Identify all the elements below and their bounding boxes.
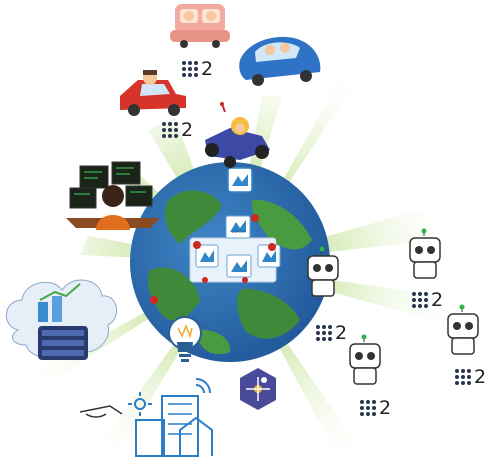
dots-grid-icon xyxy=(182,61,198,77)
node-dot xyxy=(242,277,248,283)
red-car-icon xyxy=(120,70,186,116)
count-badge: 2 xyxy=(455,366,486,388)
robot-icon xyxy=(349,334,381,385)
count-label: 2 xyxy=(335,322,348,344)
network-nodes xyxy=(150,214,276,304)
count-label: 2 xyxy=(474,366,487,388)
node-dot xyxy=(150,296,158,304)
lightbulb-icon xyxy=(168,316,202,362)
dots-grid-icon xyxy=(412,292,428,308)
robot-icon xyxy=(409,228,441,279)
count-label: 2 xyxy=(431,289,444,311)
zenon-module xyxy=(195,244,219,268)
zenon-module-top xyxy=(227,167,253,193)
zenon-module xyxy=(225,215,251,239)
count-label: 2 xyxy=(181,119,194,141)
smart-city-icon xyxy=(128,378,213,457)
node-dot xyxy=(251,214,259,222)
street-lamp-icon xyxy=(79,405,123,418)
zenon-module xyxy=(226,254,252,278)
dots-grid-icon xyxy=(360,400,376,416)
zenon-label: zenon xyxy=(232,229,246,235)
count-badge: 2 xyxy=(412,289,443,311)
cloud-analytics-icon xyxy=(6,279,117,360)
dots-grid-icon xyxy=(455,369,471,385)
kart-driver-icon xyxy=(205,102,270,168)
count-badge: 2 xyxy=(316,322,347,344)
node-dot xyxy=(268,243,276,251)
node-dot xyxy=(193,241,201,249)
count-badge: 2 xyxy=(360,397,391,419)
family-car-icon xyxy=(170,4,230,48)
blue-car-icon xyxy=(239,36,321,86)
network-hex-icon xyxy=(240,368,276,410)
count-label: 2 xyxy=(201,58,214,80)
zenon-cluster: zenon xyxy=(189,215,281,283)
dots-grid-icon xyxy=(162,122,178,138)
robot-icon xyxy=(447,304,479,355)
count-label: 2 xyxy=(379,397,392,419)
hacker-screens-icon xyxy=(66,161,160,230)
dots-grid-icon xyxy=(316,325,332,341)
count-badge: 2 xyxy=(182,58,213,80)
robot-icon xyxy=(307,246,339,297)
count-badge: 2 xyxy=(162,119,193,141)
node-dot xyxy=(202,277,208,283)
